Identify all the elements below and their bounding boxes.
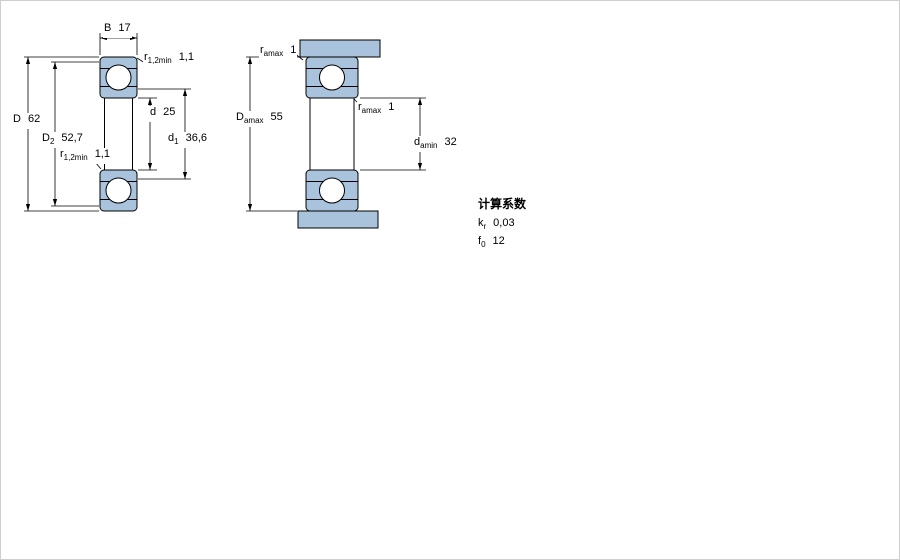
ball-bottom	[105, 177, 132, 204]
calculation-factors-title: 计算系数	[478, 197, 527, 211]
shaft-block	[297, 210, 379, 229]
ball-top	[319, 64, 345, 91]
housing-block	[299, 39, 381, 58]
right-view	[297, 39, 381, 229]
ball-top	[105, 64, 132, 91]
ball-bottom	[319, 177, 345, 204]
left-view	[99, 56, 138, 212]
right-view-dimensions	[246, 52, 426, 212]
